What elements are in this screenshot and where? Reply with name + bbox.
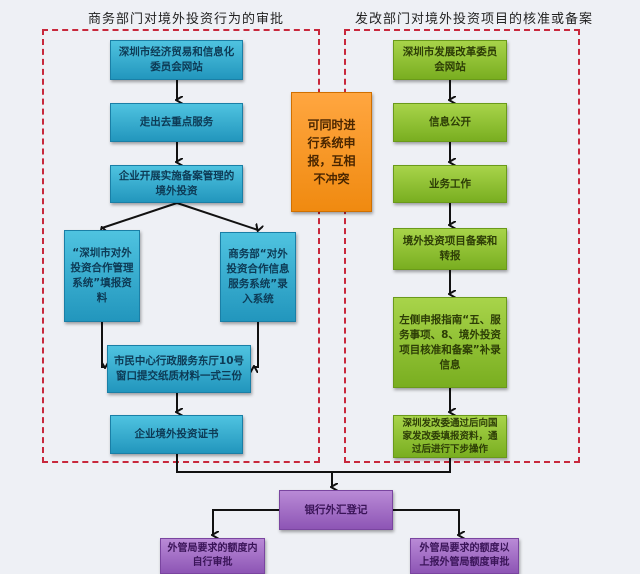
- step-box: 商务部“对外投资合作信息服务系统”录入系统: [220, 232, 296, 322]
- step-box: 深圳市发展改革委员会网站: [393, 40, 507, 80]
- left-section-border: [42, 29, 320, 463]
- step-box: 境外投资项目备案和转报: [393, 228, 507, 270]
- step-box: 企业开展实施备案管理的境外投资: [110, 165, 243, 203]
- right-section-border: [344, 29, 580, 463]
- step-box: 深圳发改委通过后向国家发改委填报资料，通过后进行下步操作: [393, 415, 507, 458]
- step-box: 信息公开: [393, 103, 507, 142]
- step-box: 走出去重点服务: [110, 103, 243, 142]
- step-box: 左侧申报指南“五、服务事项、8、境外投资项目核准和备案”补录信息: [393, 297, 507, 388]
- step-box: 业务工作: [393, 165, 507, 203]
- outcome-above-quota: 外管局要求的额度以上报外管局额度审批: [410, 538, 519, 574]
- step-box: 深圳市经济贸易和信息化委员会网站: [110, 40, 243, 80]
- bank-registration-box: 银行外汇登记: [279, 490, 393, 530]
- step-box: 企业境外投资证书: [110, 415, 243, 454]
- parallel-note: 可同时进行系统申报，互相不冲突: [291, 92, 372, 212]
- left-section-title: 商务部门对境外投资行为的审批: [88, 12, 285, 27]
- step-box: 市民中心行政服务东厅10号窗口提交纸质材料一式三份: [107, 345, 251, 393]
- right-section-title: 发改部门对境外投资项目的核准或备案: [355, 12, 594, 27]
- step-box: “深圳市对外投资合作管理系统”填报资料: [64, 230, 140, 322]
- outcome-within-quota: 外管局要求的额度内自行审批: [160, 538, 265, 574]
